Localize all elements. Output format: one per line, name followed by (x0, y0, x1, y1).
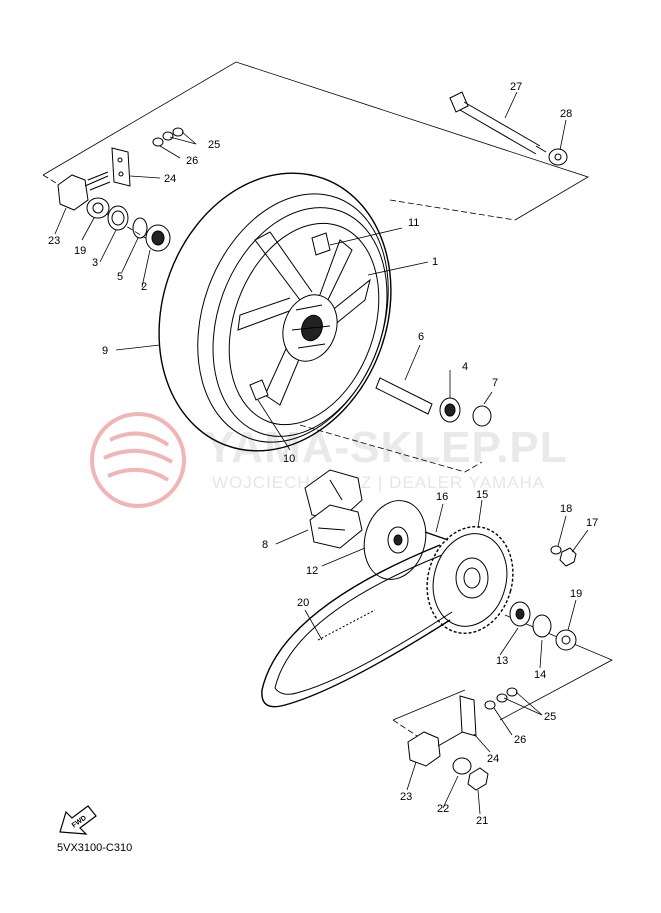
part-label-10: 10 (283, 453, 295, 465)
part-label-12: 12 (306, 565, 318, 577)
nut-17 (559, 547, 577, 567)
washer-28 (548, 148, 568, 166)
part-label-23-right: 23 (400, 791, 412, 803)
part-label-26-bottom: 26 (514, 734, 526, 746)
plate-24-top (111, 147, 131, 187)
part-label-24-bottom: 24 (487, 753, 499, 765)
part-label-7: 7 (492, 377, 498, 389)
part-label-21: 21 (476, 815, 488, 827)
part-label-9: 9 (102, 345, 108, 357)
washer-26-top (152, 127, 184, 147)
spacer-6 (375, 377, 433, 415)
rear-wheel-rim (212, 207, 388, 437)
axle-adjuster-right (407, 729, 467, 767)
part-label-20: 20 (297, 597, 309, 609)
axle-27 (449, 91, 547, 155)
watermark: YAMA-SKLEP.PL WOJCIECHOWICZ | DEALER YAM… (90, 412, 568, 508)
oil-seal-14 (532, 614, 552, 638)
oil-seal-3 (107, 205, 129, 231)
watermark-subtitle: WOJCIECHOWICZ | DEALER YAMAHA (212, 473, 545, 492)
bearing-13 (509, 601, 531, 627)
part-label-18: 18 (560, 503, 572, 515)
circlip-5 (132, 217, 148, 239)
part-label-8: 8 (262, 539, 268, 551)
nut-21 (467, 767, 489, 791)
leader-lines (54, 91, 589, 815)
plate-24-bottom (459, 695, 477, 737)
watermark-logo-icon (90, 412, 186, 508)
fwd-arrow: FWD (59, 805, 97, 835)
bearing-2 (145, 224, 171, 252)
washer-26-bottom (484, 687, 518, 710)
part-label-26-top: 26 (186, 155, 198, 167)
part-label-22: 22 (437, 803, 449, 815)
part-label-6: 6 (418, 331, 424, 343)
collar-19-left (86, 197, 110, 219)
drive-chain-20 (261, 544, 453, 708)
washer-18 (550, 545, 562, 555)
part-label-2: 2 (141, 281, 147, 293)
collar-19-right (555, 629, 577, 651)
part-label-19-left: 19 (74, 245, 86, 257)
part-label-1: 1 (432, 256, 438, 268)
part-label-15: 15 (476, 489, 488, 501)
part-label-25-bottom: 25 (544, 711, 556, 723)
oil-seal-7 (472, 405, 492, 427)
part-label-5: 5 (117, 271, 123, 283)
part-label-24-top: 24 (164, 173, 176, 185)
part-label-28: 28 (560, 108, 572, 120)
part-label-11: 11 (408, 217, 419, 229)
part-label-16: 16 (436, 491, 448, 503)
part-label-23-left: 23 (48, 235, 60, 247)
watermark-title: YAMA-SKLEP.PL (205, 423, 568, 472)
damper-8 (304, 469, 363, 549)
clutch-hub-12 (363, 500, 427, 580)
part-label-25-top: 25 (208, 139, 220, 151)
part-label-13: 13 (496, 655, 508, 667)
axle-adjuster-left (57, 171, 111, 211)
stud-bolt-16 (424, 531, 449, 541)
part-label-14: 14 (534, 669, 546, 681)
part-label-19-right: 19 (570, 588, 582, 600)
part-label-17: 17 (586, 517, 598, 529)
washer-22 (452, 757, 472, 775)
bearing-4 (439, 397, 461, 423)
part-label-27: 27 (510, 81, 522, 93)
part-labels: 1 2 3 4 5 6 7 8 9 10 11 12 13 14 15 16 1… (48, 81, 598, 827)
sprocket-15 (426, 526, 514, 634)
part-label-4: 4 (462, 361, 468, 373)
diagram-code: 5VX3100-C310 (57, 842, 132, 854)
part-label-3: 3 (92, 257, 98, 269)
